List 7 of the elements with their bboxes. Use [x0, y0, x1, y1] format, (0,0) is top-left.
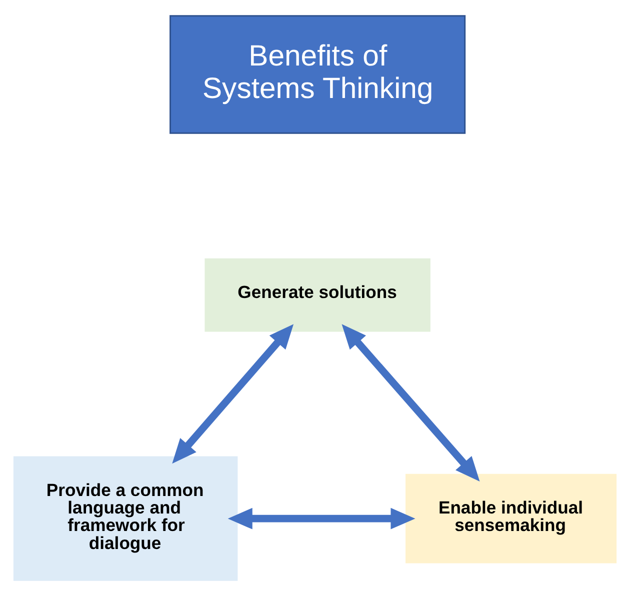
arrow — [342, 324, 480, 482]
node-box: Enable individual sensemaking — [406, 474, 617, 564]
node-box: Generate solutions — [204, 258, 430, 332]
node-box: Benefits of Systems Thinking — [170, 15, 466, 134]
node-box: Provide a common language and framework for dialogue — [13, 456, 238, 581]
arrow — [228, 508, 416, 530]
arrow — [172, 324, 294, 464]
